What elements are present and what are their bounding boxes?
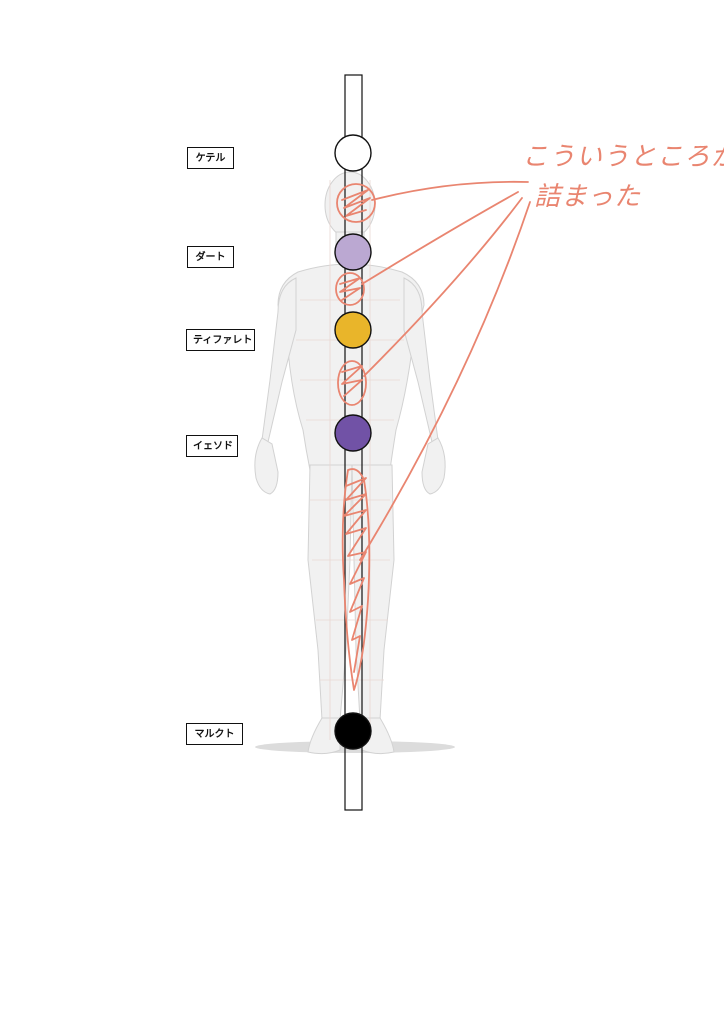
label-malkuth: マルクト <box>186 723 243 745</box>
sephirah-circle-malkuth <box>334 712 372 750</box>
sephirah-circle-yesod <box>334 414 372 452</box>
sephirah-circle-tiferet <box>334 311 372 349</box>
scribble-belly-zigzag <box>341 365 363 397</box>
note-line-1: こういうところが <box>522 142 724 172</box>
label-tiferet: ティファレト <box>186 329 255 351</box>
label-keter: ケテル <box>187 147 234 169</box>
label-yesod: イェソド <box>186 435 238 457</box>
sephirah-circle-keter <box>334 134 372 172</box>
note-line-2: 詰まった <box>534 182 641 212</box>
figure-torso <box>277 263 425 471</box>
pointer-line-throat <box>361 191 519 285</box>
figure-foot-left <box>307 717 341 755</box>
scribble-head-zigzag <box>341 189 371 217</box>
scribble-throat-zigzag <box>339 277 361 301</box>
scribble-head-circle <box>336 183 376 223</box>
figure-hand-right <box>421 437 446 495</box>
scribble-annotations <box>335 180 531 691</box>
figure-hand-left <box>254 437 279 495</box>
sephirot-circles <box>334 134 372 750</box>
pointer-line-head <box>371 180 529 201</box>
figure-arm-left <box>261 277 297 443</box>
pointer-line-belly <box>363 197 523 377</box>
scribble-legs-zigzag <box>343 477 367 673</box>
scribble-throat-circle <box>335 272 365 306</box>
pointer-line-legs <box>359 201 531 561</box>
sephirah-circle-daat <box>334 233 372 271</box>
label-daat: ダート <box>187 246 234 268</box>
scribble-belly-circle <box>337 360 367 406</box>
figure-arm-right <box>403 277 439 443</box>
